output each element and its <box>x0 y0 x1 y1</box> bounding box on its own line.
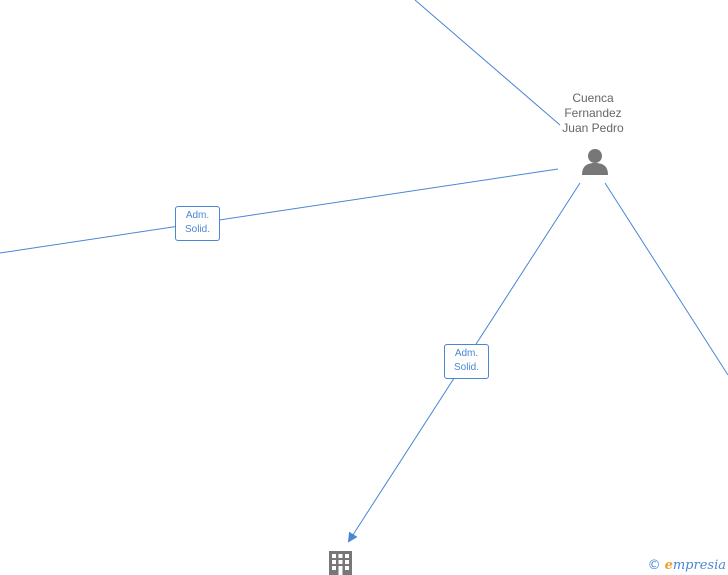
edge-label-adm-solid-company[interactable]: Adm. Solid. <box>444 344 489 379</box>
person-name-line-1: Cuenca <box>572 91 614 105</box>
copyright-symbol: © <box>647 558 661 573</box>
brand-logo-e: e <box>664 558 673 573</box>
edge-label-line-2: Solid. <box>184 224 210 235</box>
edge-line-left <box>0 168 559 254</box>
edge-label-line-2: Solid. <box>453 362 479 373</box>
person-icon[interactable] <box>580 147 610 177</box>
person-name-line-2: Fernandez <box>564 106 622 120</box>
edge-label-line-1: Adm. <box>185 210 210 221</box>
edge-label-adm-solid-left[interactable]: Adm. Solid. <box>175 206 220 241</box>
person-name[interactable]: Cuenca Fernandez Juan Pedro <box>543 91 643 136</box>
edge-line-right <box>604 182 728 376</box>
building-icon[interactable] <box>328 550 353 575</box>
edge-label-line-1: Adm. <box>454 348 479 359</box>
person-name-line-3: Juan Pedro <box>562 121 624 135</box>
brand-footer: ©empresia <box>648 558 726 573</box>
edge-line-top <box>414 0 561 126</box>
brand-logo-text: mpresia <box>672 558 726 573</box>
